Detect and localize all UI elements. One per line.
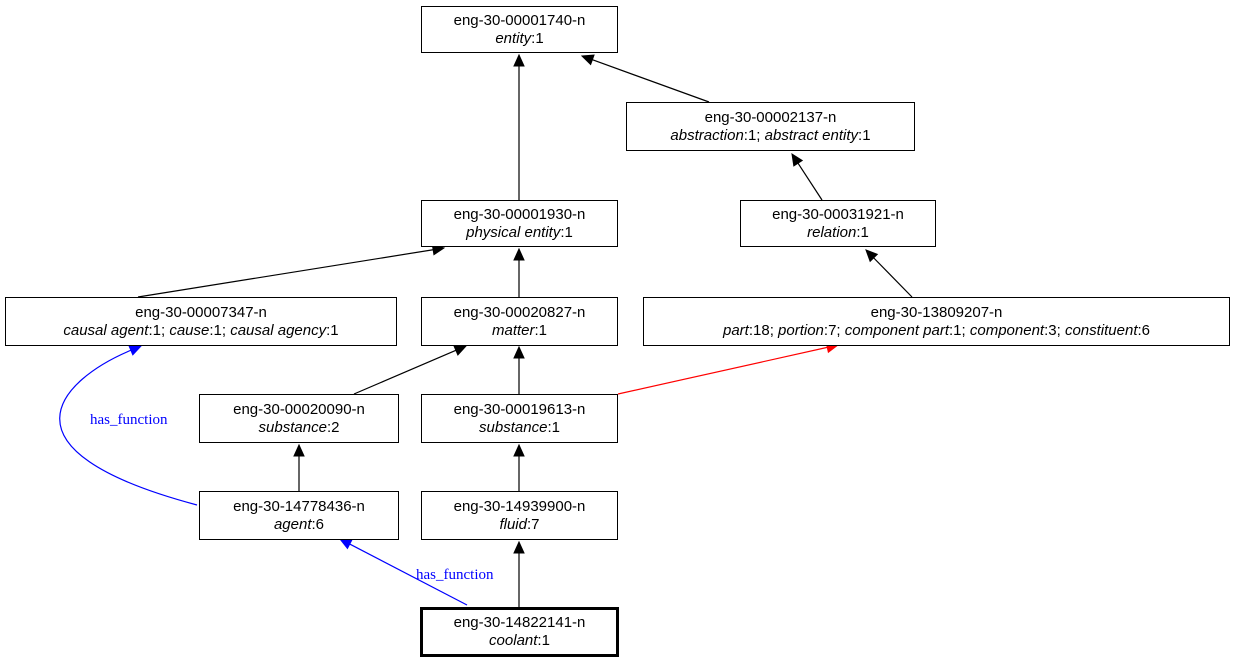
term-sense-number: :1 [534,321,548,339]
arrowhead [293,443,305,457]
term-word: portion [778,321,824,339]
synset-id: eng-30-00001930-n [453,205,586,223]
term-word: entity [495,29,532,47]
term-word: matter [491,321,535,339]
synset-id: eng-30-00001740-n [453,11,586,29]
synset-terms: entity:1 [495,30,543,48]
term-word: constituent [1064,321,1138,339]
arrowhead [453,345,468,356]
edge-n14778436-to-n00007347 [59,349,198,506]
arrowhead [513,540,525,554]
synset-terms: coolant:1 [489,632,550,650]
synset-terms: matter:1 [492,322,547,340]
term-word: agent [273,515,312,533]
term-word: physical entity [466,223,561,241]
term-sense-number: :1; [949,321,970,339]
arrowhead [865,249,879,263]
term-sense-number: :2 [326,418,340,436]
edge-n00007347-to-n00001930 [137,249,434,298]
term-word: fluid [499,515,527,533]
arrowhead [128,345,143,356]
synset-id: eng-30-00031921-n [772,205,904,223]
term-sense-number: :3; [1044,321,1065,339]
synset-id: eng-30-00019613-n [453,400,586,418]
term-word: causal agent [63,321,149,339]
arrowhead [513,443,525,457]
term-word: substance [479,418,548,436]
synset-id: eng-30-00002137-n [704,108,837,126]
synset-id: eng-30-00020090-n [233,400,365,418]
edge-n00020090-to-n00020827 [353,349,457,395]
arrowhead [580,54,595,66]
term-word: relation [807,223,857,241]
term-word: cause [169,321,210,339]
synset-id: eng-30-14939900-n [453,497,586,515]
synset-terms: relation:1 [807,224,869,242]
synset-terms: agent:6 [274,516,324,534]
arrowhead [513,247,525,261]
term-word: coolant [489,632,538,649]
synset-id: eng-30-13809207-n [870,303,1003,321]
term-sense-number: :7; [823,321,845,339]
synset-terms: substance:2 [259,419,340,437]
edge-n00002137-to-n00001740 [592,59,710,103]
term-sense-number: :1 [858,126,871,144]
edge-n00031921-to-n00002137 [797,162,823,201]
edge-label: has_function [90,412,168,428]
term-sense-number: :1; [209,321,231,339]
term-sense-number: :1; [743,126,765,144]
arrowhead [513,53,525,67]
term-word: causal agency [230,321,327,339]
term-sense-number: :1; [148,321,170,339]
arrowhead [791,152,804,167]
synset-id: eng-30-00020827-n [453,303,586,321]
term-word: abstract entity [764,126,859,144]
edge-label: has_function [416,567,494,583]
term-word: component [969,321,1045,339]
term-sense-number: :1 [537,632,550,649]
term-sense-number: :1 [560,223,573,241]
synset-terms: causal agent:1; cause:1; causal agency:1 [63,322,338,340]
arrowhead [513,345,525,359]
term-sense-number: :6 [1137,321,1150,339]
edge-n00019613-to-n13809207 [617,346,828,395]
term-word: substance [258,418,327,436]
term-sense-number: :6 [311,515,325,533]
term-word: component part [844,321,949,339]
synset-id: eng-30-14778436-n [233,497,365,515]
synset-terms: substance:1 [479,419,560,437]
synset-id: eng-30-00007347-n [135,303,267,321]
synset-terms: part:18; portion:7; component part:1; co… [723,322,1150,340]
term-word: abstraction [670,126,744,144]
term-sense-number: :1 [326,321,339,339]
term-sense-number: :1 [547,418,560,436]
synset-terms: fluid:7 [499,516,539,534]
term-word: part [722,321,749,339]
edge-n14822141-to-n14778436 [349,543,468,606]
term-sense-number: :7 [527,515,540,533]
term-sense-number: :1 [531,29,544,47]
synset-id: eng-30-14822141-n [453,614,586,631]
arrowhead [338,538,353,550]
synset-terms: abstraction:1; abstract entity:1 [670,127,870,145]
term-sense-number: :1 [856,223,869,241]
synset-terms: physical entity:1 [466,224,573,242]
edge-n13809207-to-n00031921 [873,257,913,298]
term-sense-number: :18; [748,321,779,339]
